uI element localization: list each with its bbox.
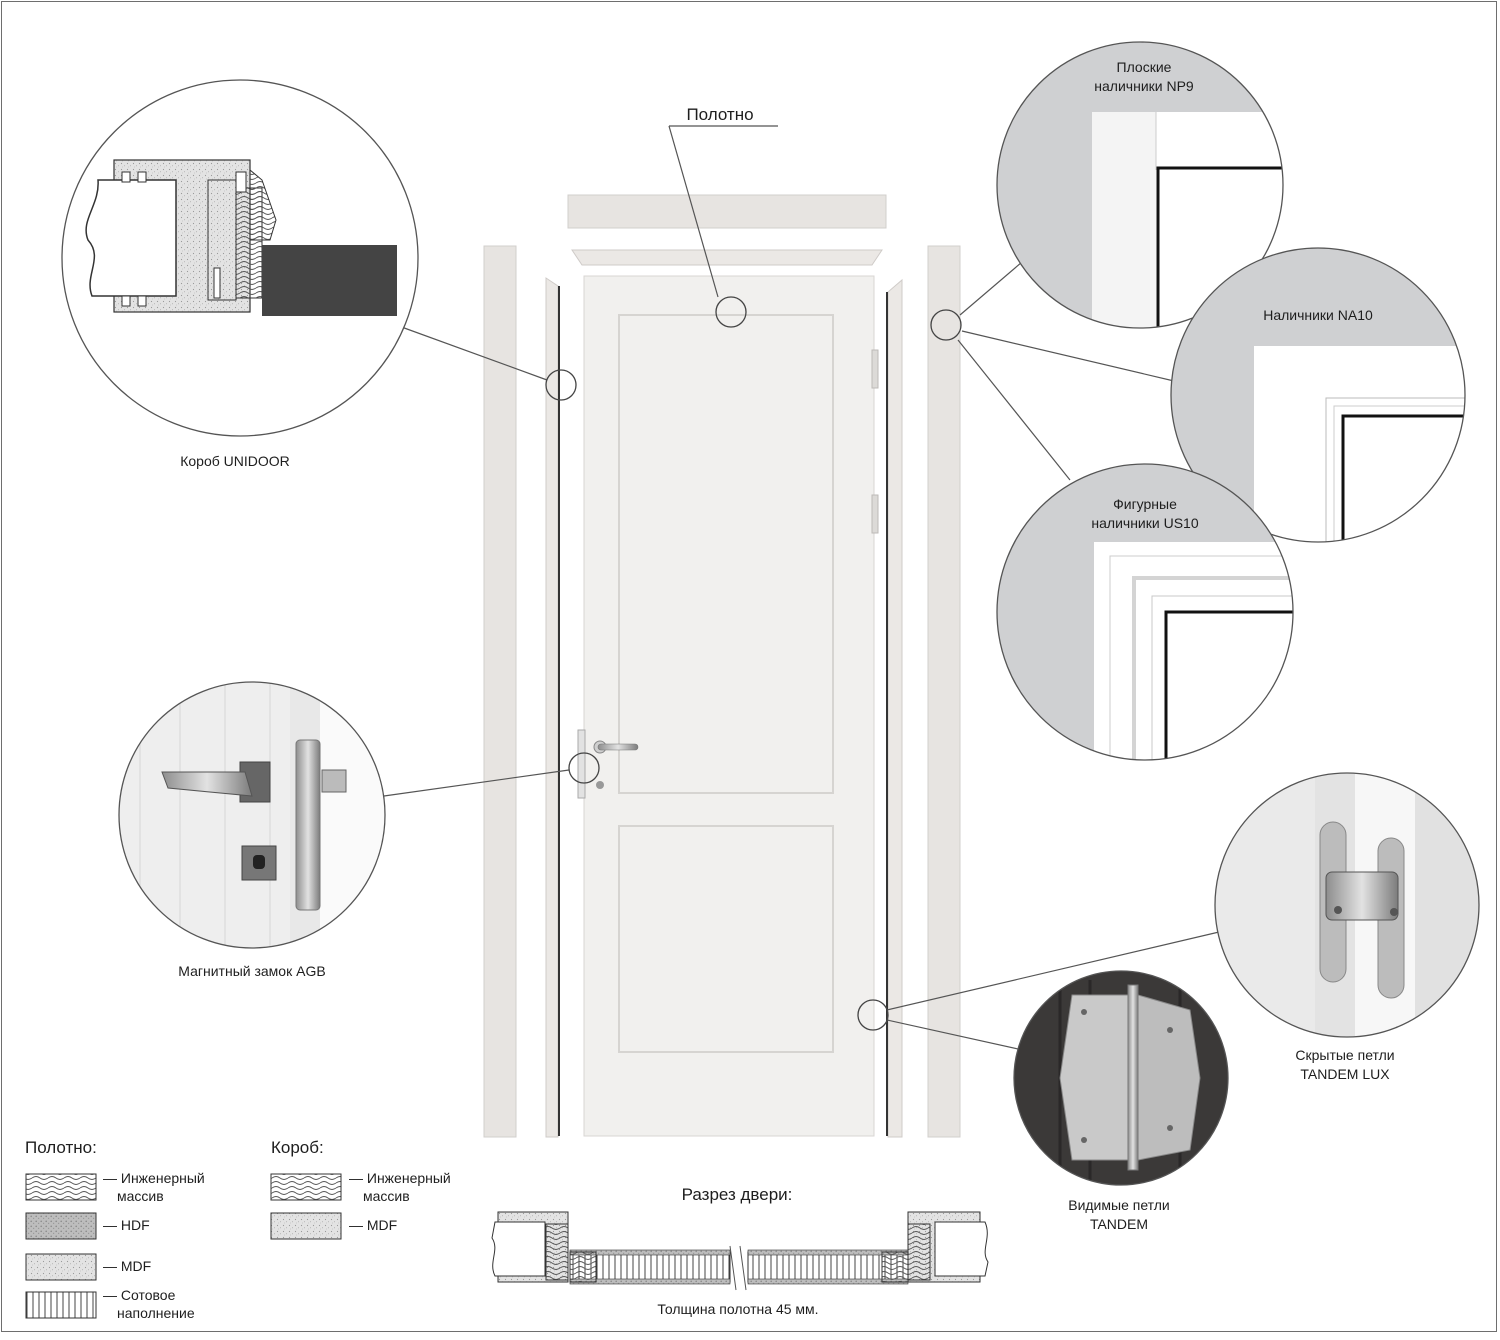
legend-swatch-honeycomb xyxy=(25,1291,97,1319)
thickness-note: Толщина полотна 45 мм. xyxy=(657,1301,818,1317)
upper-panel xyxy=(618,314,834,794)
top-hinge xyxy=(871,349,879,389)
lock-detail xyxy=(118,681,386,949)
box-marker xyxy=(545,369,577,401)
canvas-marker xyxy=(715,296,747,328)
legend-item-label: массив xyxy=(363,1188,410,1204)
middle-hinge xyxy=(871,494,879,534)
top-jamb xyxy=(571,249,883,266)
hidden-hinges-label-line2: TANDEM LUX xyxy=(1300,1066,1390,1082)
left-casing xyxy=(483,245,517,1138)
legend-item-label: — MDF xyxy=(349,1217,397,1233)
left-jamb xyxy=(545,277,559,1138)
np9-label-line2: наличники NP9 xyxy=(1094,78,1194,94)
casing-marker xyxy=(930,309,962,341)
section-title: Разрез двери: xyxy=(682,1185,793,1204)
np9-detail xyxy=(996,41,1284,329)
legend-item-label: наполнение xyxy=(117,1305,195,1321)
legend-box: Короб: — Инженерный массив — MDF xyxy=(270,1138,451,1240)
legend-swatch-mdf xyxy=(25,1253,97,1281)
lock-label: Магнитный замок AGB xyxy=(178,963,325,979)
hidden-hinges-label-line1: Скрытые петли xyxy=(1295,1047,1394,1063)
visible-hinges-label-line1: Видимые петли xyxy=(1068,1197,1170,1213)
lower-panel xyxy=(618,825,834,1053)
legend-canvas-title: Полотно: xyxy=(25,1138,97,1157)
legend-canvas: Полотно: — Инженерный массив — HDF — MDF… xyxy=(25,1138,205,1321)
box-label: Короб UNIDOOR xyxy=(180,453,290,469)
legend-item-label: — Инженерный xyxy=(349,1170,451,1186)
lock-marker xyxy=(568,752,600,784)
door-assembly xyxy=(483,194,961,1138)
np9-label-line1: Плоские xyxy=(1117,59,1172,75)
na10-detail xyxy=(1170,247,1466,543)
visible-hinges-detail xyxy=(1013,970,1229,1186)
door-handle xyxy=(577,729,639,799)
legend-item-label: — HDF xyxy=(103,1217,150,1233)
box-detail xyxy=(61,79,419,437)
canvas-label: Полотно xyxy=(686,105,753,124)
legend-item-label: — Сотовое xyxy=(103,1287,176,1303)
legend-item-label: — Инженерный xyxy=(103,1170,205,1186)
hinge-marker xyxy=(857,999,889,1031)
legend-item-label: — MDF xyxy=(103,1258,151,1274)
us10-label-line1: Фигурные xyxy=(1113,496,1177,512)
us10-label-line2: наличники US10 xyxy=(1091,515,1198,531)
visible-hinges-label-line2: TANDEM xyxy=(1090,1216,1148,1232)
leader-lines xyxy=(383,125,1220,1050)
legend-swatch-hdf xyxy=(25,1212,97,1240)
door-cross-section xyxy=(491,1211,989,1291)
top-casing xyxy=(567,194,887,229)
us10-detail xyxy=(996,463,1294,761)
na10-label: Наличники NA10 xyxy=(1263,307,1373,323)
right-casing xyxy=(927,245,961,1138)
callout-markers xyxy=(545,296,962,1031)
legend-swatch-wood xyxy=(270,1173,342,1201)
door-leaf xyxy=(583,275,875,1137)
legend-swatch-mdf xyxy=(270,1212,342,1240)
hidden-hinges-detail xyxy=(1214,772,1480,1038)
legend-box-title: Короб: xyxy=(271,1138,324,1157)
legend-swatch-wood xyxy=(25,1173,97,1201)
legend-item-label: массив xyxy=(117,1188,164,1204)
